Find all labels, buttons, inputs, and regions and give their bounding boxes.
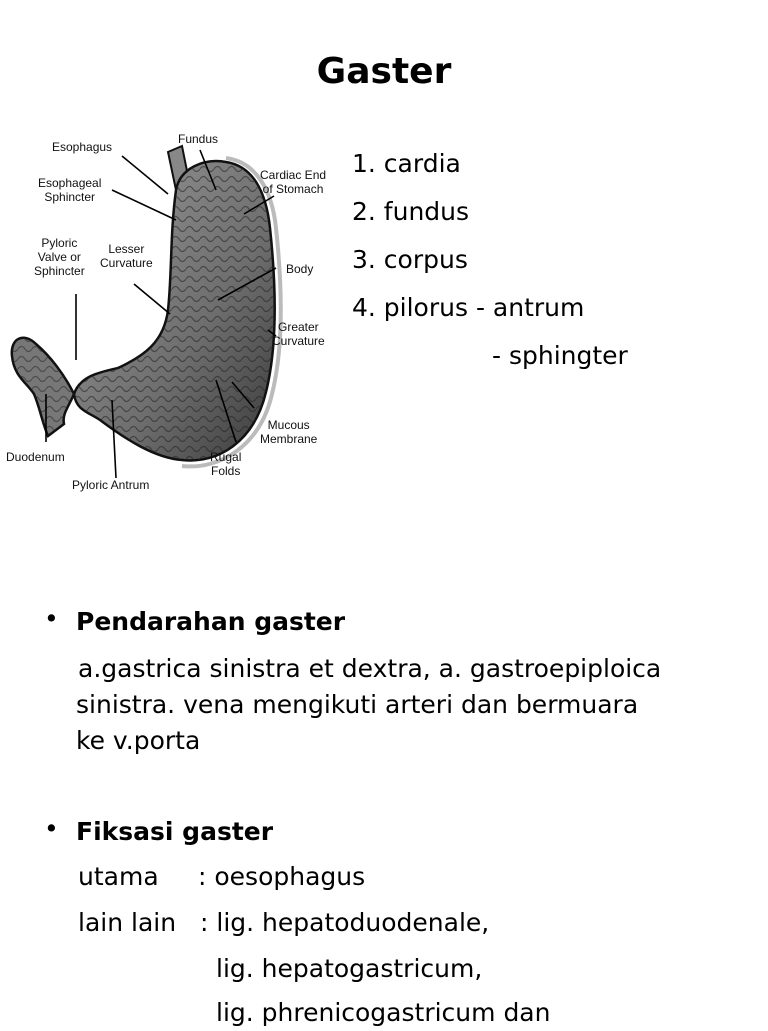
stomach-diagram: Esophagus Fundus Esophageal Sphincter Ca… bbox=[4, 124, 344, 504]
fiksasi-lain-line: lig. phrenicogastricum dan bbox=[216, 998, 551, 1027]
label-mucous-membrane: Mucous Membrane bbox=[260, 418, 318, 446]
bullet-dot: • bbox=[44, 814, 59, 843]
part-item: 2. fundus bbox=[352, 197, 470, 226]
label-greater-curvature: Greater Curvature bbox=[272, 320, 325, 348]
slide-title: Gaster bbox=[316, 51, 452, 92]
bullet-fiksasi: • Fiksasi gaster bbox=[44, 814, 273, 850]
label-rugal-folds: Rugal Folds bbox=[210, 450, 242, 478]
pendarahan-line: ke v.porta bbox=[76, 726, 201, 755]
fiksasi-lain-line: lig. hepatogastricum, bbox=[216, 954, 483, 983]
part-item: - sphingter bbox=[492, 341, 628, 370]
part-item: 4. pilorus - antrum bbox=[352, 293, 585, 322]
part-item: 1. cardia bbox=[352, 149, 461, 178]
fiksasi-lain-line: : lig. hepatoduodenale, bbox=[200, 908, 490, 937]
label-pyloric-valve: Pyloric Valve or Sphincter bbox=[34, 236, 85, 278]
fiksasi-utama-value: : oesophagus bbox=[198, 862, 366, 891]
label-pyloric-antrum: Pyloric Antrum bbox=[72, 478, 150, 492]
label-esophageal-sphincter: Esophageal Sphincter bbox=[38, 176, 102, 204]
stomach-illustration bbox=[10, 144, 283, 479]
label-lesser-curvature: Lesser Curvature bbox=[100, 242, 153, 270]
pendarahan-heading: Pendarahan gaster bbox=[76, 607, 346, 636]
label-duodenum: Duodenum bbox=[6, 450, 65, 464]
label-body: Body bbox=[286, 262, 314, 276]
stomach-parts-list: 1. cardia 2. fundus 3. corpus 4. pilorus… bbox=[352, 140, 628, 380]
fiksasi-utama-label: utama bbox=[78, 862, 159, 891]
pendarahan-line: a.gastrica sinistra et dextra, a. gastro… bbox=[78, 654, 662, 683]
fiksasi-heading: Fiksasi gaster bbox=[76, 817, 274, 846]
label-cardiac-end: Cardiac End of Stomach bbox=[260, 168, 327, 196]
part-item: 3. corpus bbox=[352, 245, 468, 274]
label-fundus: Fundus bbox=[178, 132, 219, 146]
pendarahan-line: sinistra. vena mengikuti arteri dan berm… bbox=[76, 690, 639, 719]
fiksasi-lain-label: lain lain bbox=[78, 908, 177, 937]
bullet-dot: • bbox=[44, 604, 59, 633]
label-esophagus: Esophagus bbox=[52, 140, 113, 154]
bullet-pendarahan: • Pendarahan gaster bbox=[44, 604, 345, 640]
